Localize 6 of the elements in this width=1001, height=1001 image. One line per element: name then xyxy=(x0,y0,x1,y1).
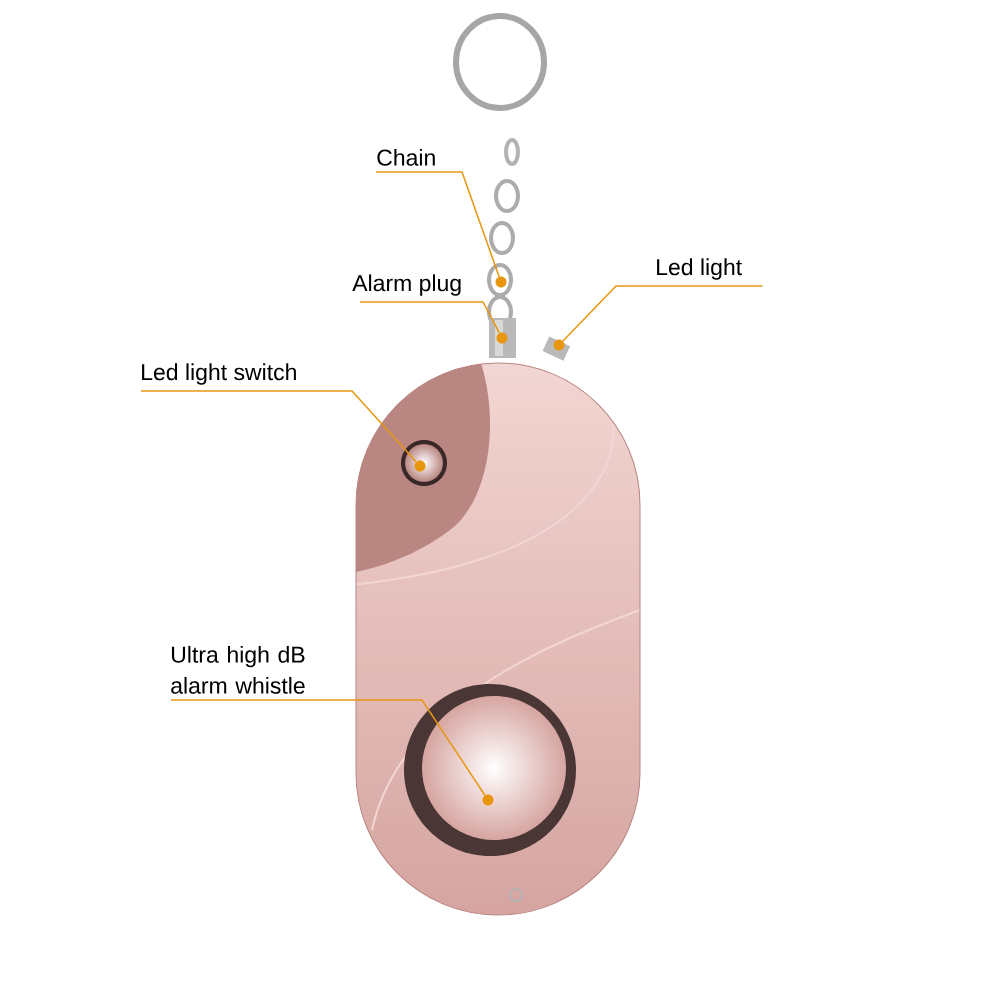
label-text: Ultra high dB alarm whistle xyxy=(171,645,305,694)
leader-line xyxy=(375,171,500,278)
label-text: Led light xyxy=(657,258,742,280)
label-text: Alarm plug xyxy=(352,274,461,296)
label-text: Chain xyxy=(377,148,435,166)
label-text: Led light switch xyxy=(142,363,296,385)
